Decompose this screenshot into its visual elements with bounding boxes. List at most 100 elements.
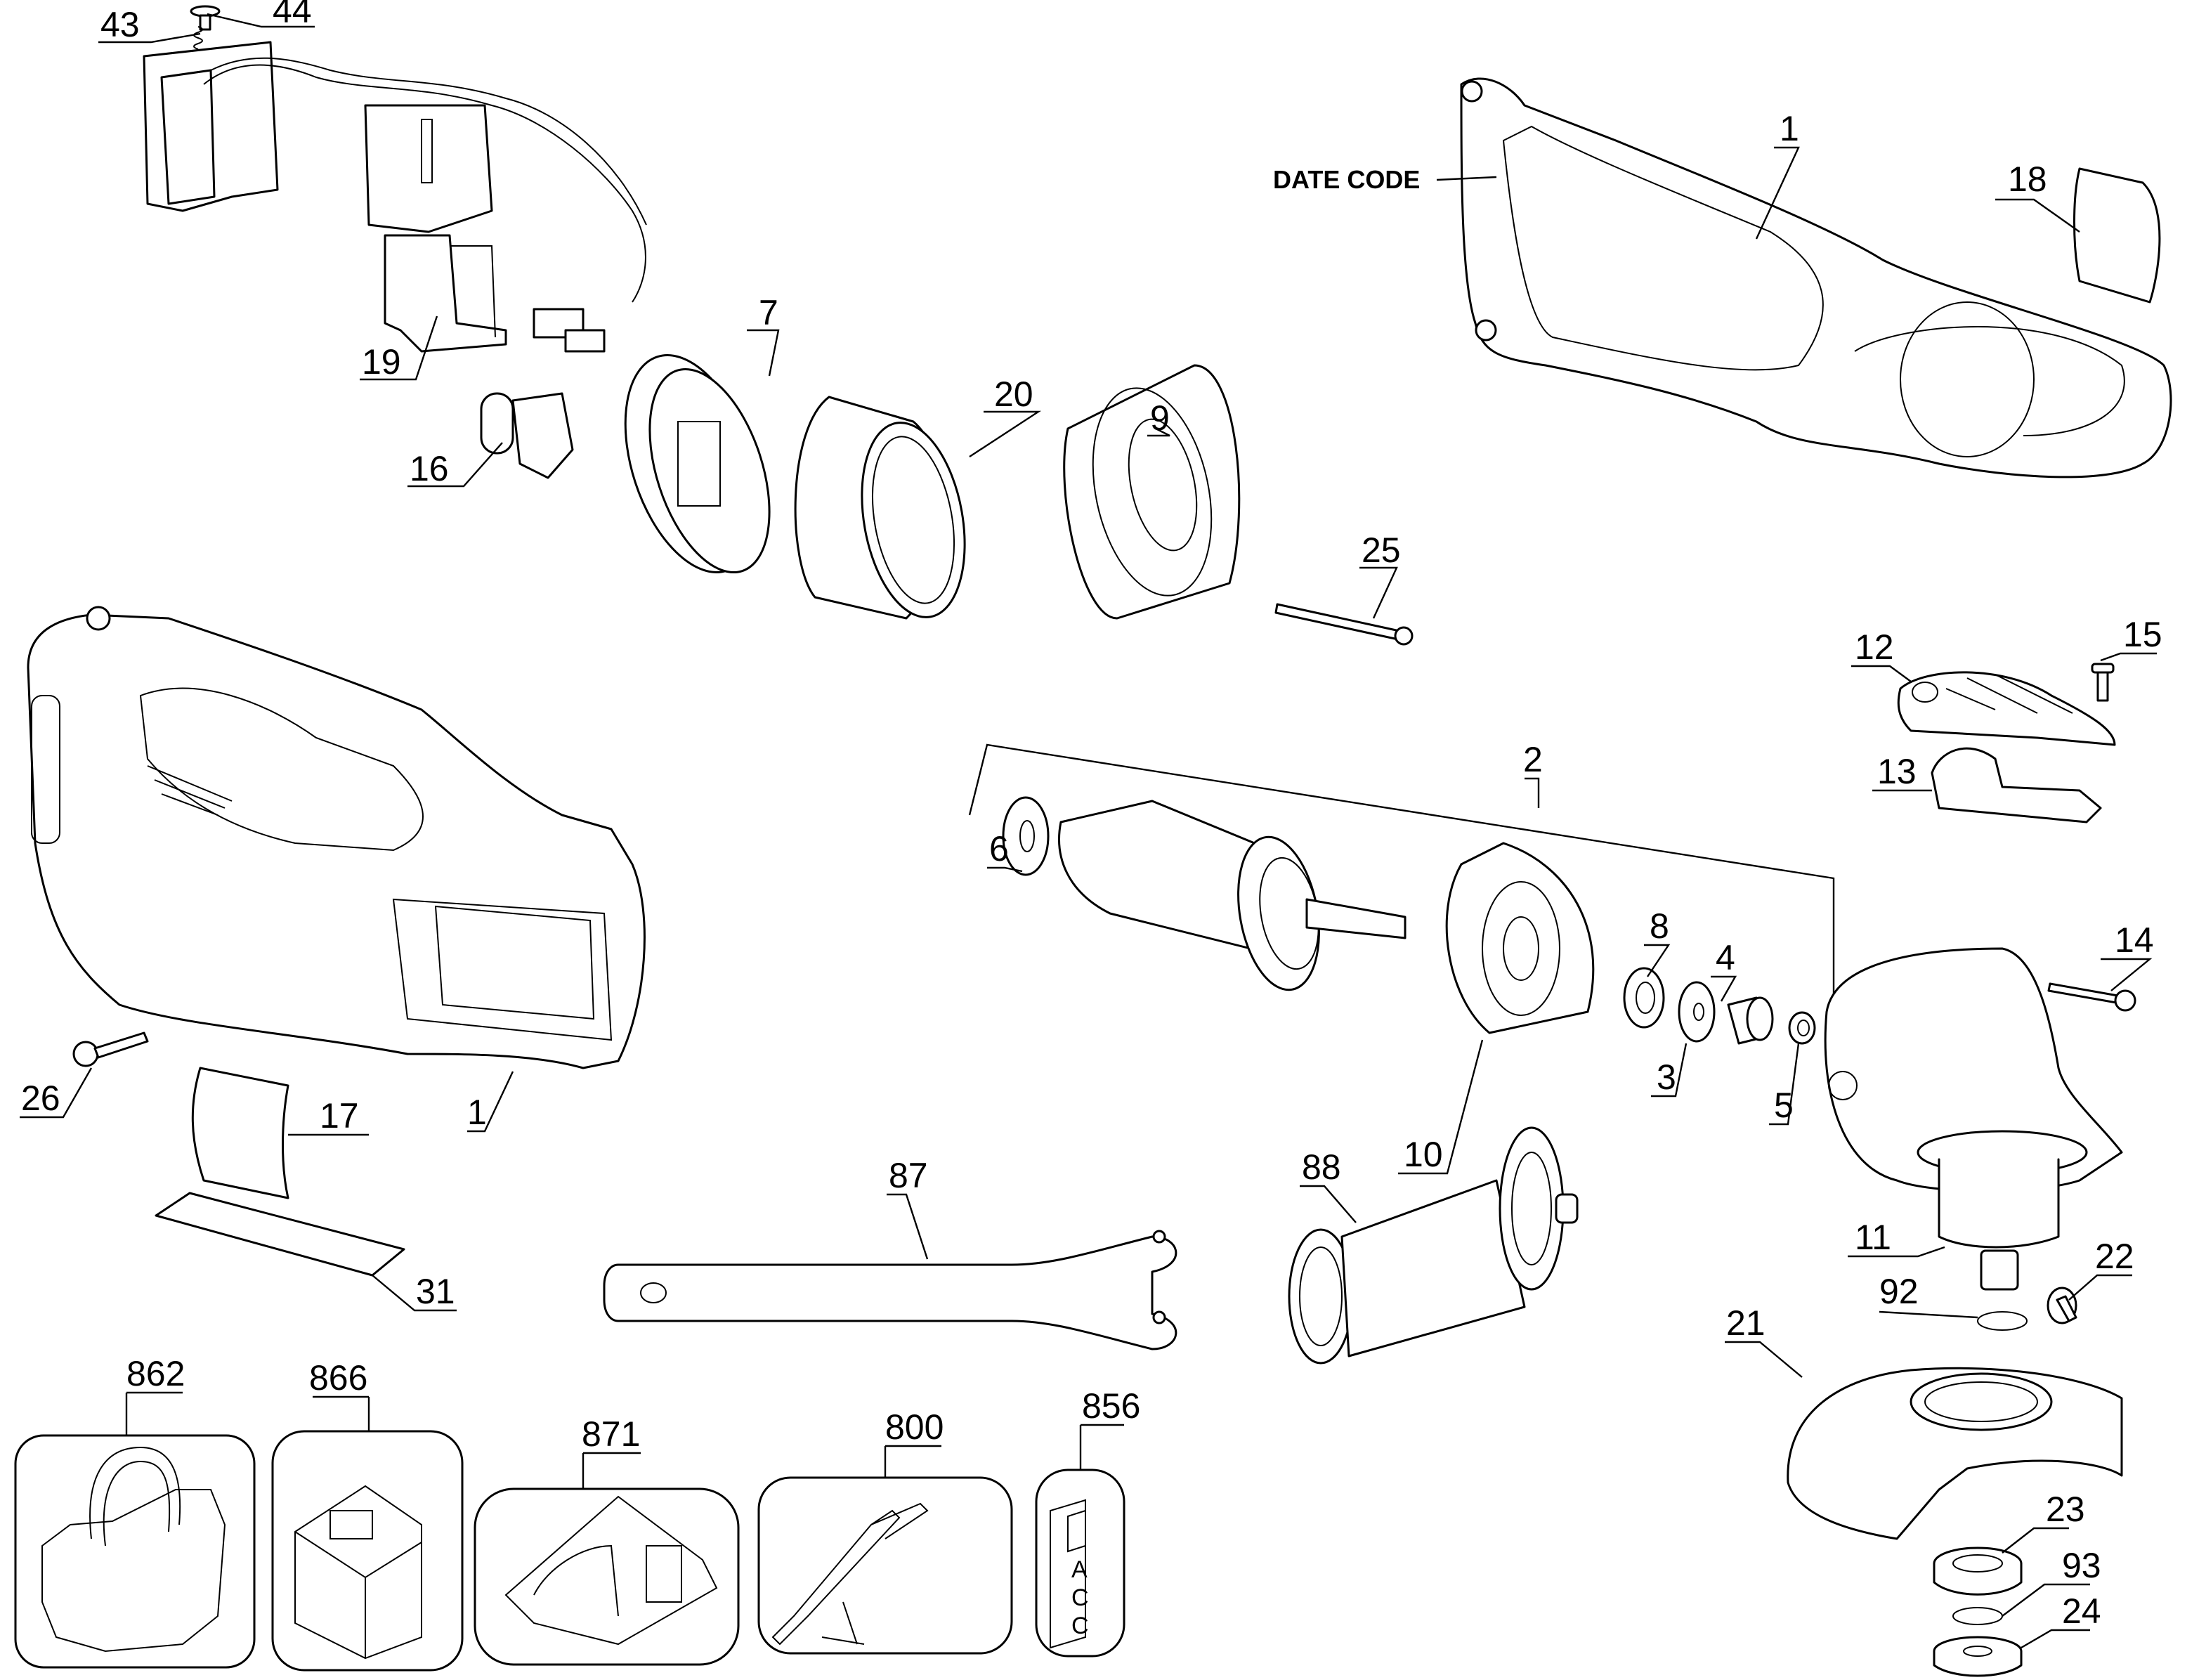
callout-88-label: 88 bbox=[1302, 1147, 1341, 1187]
callout-6: 6 bbox=[987, 829, 1023, 873]
callout-87-label: 87 bbox=[889, 1156, 928, 1195]
accessory-856-letter-2: C bbox=[1071, 1584, 1089, 1611]
accessory-856-letter-1: A bbox=[1071, 1556, 1088, 1583]
date-code-callout: DATE CODE bbox=[1273, 165, 1497, 194]
callout-4-label: 4 bbox=[1716, 938, 1735, 977]
callout-25: 25 bbox=[1359, 530, 1401, 619]
callout-3-label: 3 bbox=[1657, 1057, 1676, 1097]
part-13-spindle-lock bbox=[1931, 747, 2102, 823]
part-4-bearing bbox=[1727, 996, 1774, 1045]
callout-22-label: 22 bbox=[2095, 1237, 2134, 1276]
callout-871-label: 871 bbox=[582, 1414, 640, 1454]
part-43-spring bbox=[193, 26, 203, 50]
accessory-856-letter-3: C bbox=[1071, 1613, 1089, 1639]
callout-800: 800 bbox=[884, 1407, 944, 1478]
callout-15: 15 bbox=[2100, 615, 2162, 662]
callout-7: 7 bbox=[747, 293, 780, 377]
part-1-housing-left bbox=[27, 606, 646, 1069]
callout-12-label: 12 bbox=[1855, 627, 1894, 667]
callout-856-label: 856 bbox=[1082, 1386, 1140, 1426]
callout-44: 44 bbox=[207, 0, 315, 30]
callout-88: 88 bbox=[1300, 1147, 1357, 1223]
callout-20-label: 20 bbox=[994, 375, 1033, 414]
part-88-side-handle bbox=[1288, 1126, 1579, 1365]
accessory-856-card: A C C bbox=[1035, 1469, 1125, 1658]
accessory-871-charger bbox=[474, 1487, 740, 1666]
accessory-862-bag bbox=[14, 1434, 256, 1669]
callout-3: 3 bbox=[1651, 1043, 1688, 1098]
callout-8: 8 bbox=[1644, 906, 1671, 977]
callout-14-label: 14 bbox=[2115, 920, 2154, 960]
part-17-label bbox=[191, 1067, 289, 1199]
callout-16: 16 bbox=[407, 442, 503, 488]
part-7-brush-holder bbox=[624, 354, 771, 574]
callout-5: 5 bbox=[1769, 1043, 1800, 1126]
callout-9: 9 bbox=[1147, 398, 1170, 438]
callout-9-label: 9 bbox=[1150, 398, 1170, 438]
accessory-800 bbox=[757, 1476, 1013, 1655]
callout-1-left-label: 1 bbox=[467, 1093, 487, 1132]
callout-10: 10 bbox=[1398, 1039, 1484, 1175]
callout-16-label: 16 bbox=[410, 449, 449, 488]
part-8-washer bbox=[1623, 967, 1665, 1029]
callout-21: 21 bbox=[1725, 1303, 1803, 1378]
callout-17-label: 17 bbox=[320, 1096, 359, 1135]
callout-13-label: 13 bbox=[1877, 752, 1917, 791]
part-1-housing-right bbox=[1460, 77, 2172, 478]
part-26-screw bbox=[72, 1031, 149, 1067]
callout-26-label: 26 bbox=[21, 1079, 60, 1118]
callout-17: 17 bbox=[288, 1096, 369, 1136]
callout-18-label: 18 bbox=[2008, 159, 2047, 199]
part-16-switch-button bbox=[480, 392, 574, 479]
callout-24: 24 bbox=[2021, 1591, 2101, 1649]
part-31-label bbox=[155, 1192, 405, 1277]
callout-856: 856 bbox=[1079, 1386, 1140, 1470]
part-24-inner-flange bbox=[1933, 1636, 2023, 1677]
callout-2: 2 bbox=[1523, 740, 1543, 808]
callout-2-label: 2 bbox=[1523, 740, 1543, 779]
callout-871: 871 bbox=[582, 1414, 641, 1489]
part-6-bearing bbox=[1002, 796, 1050, 876]
callout-12: 12 bbox=[1851, 627, 1912, 682]
callout-866: 866 bbox=[309, 1358, 370, 1431]
armature-group-bracket bbox=[968, 743, 1835, 1068]
part-12-gear-case-cover bbox=[1897, 671, 2116, 746]
part-3-washer bbox=[1678, 981, 1716, 1043]
part-22-screw bbox=[2047, 1287, 2077, 1324]
callout-25-label: 25 bbox=[1362, 530, 1401, 570]
callout-23: 23 bbox=[2002, 1490, 2085, 1554]
callout-26: 26 bbox=[20, 1067, 93, 1119]
callout-44-label: 44 bbox=[273, 0, 312, 30]
callout-4: 4 bbox=[1711, 938, 1737, 1002]
part-23-outer-flange bbox=[1933, 1546, 2023, 1596]
callout-13: 13 bbox=[1872, 752, 1932, 792]
callout-87: 87 bbox=[887, 1156, 929, 1260]
part-15-screw bbox=[2091, 663, 2115, 702]
callout-18: 18 bbox=[1995, 159, 2080, 233]
part-20-field bbox=[794, 396, 966, 620]
callout-20: 20 bbox=[969, 375, 1042, 458]
part-92-o-ring bbox=[1977, 1311, 2028, 1331]
part-5-nut bbox=[1788, 1011, 1816, 1045]
callout-24-label: 24 bbox=[2062, 1591, 2101, 1631]
callout-23-label: 23 bbox=[2046, 1490, 2085, 1529]
part-14-screw bbox=[2047, 982, 2136, 1012]
callout-93: 93 bbox=[2002, 1546, 2101, 1617]
part-21-guard bbox=[1787, 1367, 2123, 1540]
callout-43: 43 bbox=[98, 5, 201, 44]
callout-7-label: 7 bbox=[759, 293, 778, 332]
accessory-866-battery bbox=[271, 1430, 464, 1672]
callout-19: 19 bbox=[360, 315, 438, 382]
callout-866-label: 866 bbox=[309, 1358, 367, 1398]
part-44-pin bbox=[190, 5, 221, 31]
part-93-o-ring bbox=[1952, 1607, 2003, 1625]
callout-1-right-label: 1 bbox=[1780, 109, 1799, 148]
callout-31-label: 31 bbox=[416, 1272, 455, 1311]
callout-862: 862 bbox=[125, 1354, 185, 1435]
part-87-spanner-wrench bbox=[603, 1230, 1177, 1350]
callout-10-label: 10 bbox=[1404, 1135, 1443, 1174]
callout-15-label: 15 bbox=[2123, 615, 2162, 654]
date-code-label: DATE CODE bbox=[1273, 165, 1420, 194]
callout-22: 22 bbox=[2068, 1237, 2134, 1301]
